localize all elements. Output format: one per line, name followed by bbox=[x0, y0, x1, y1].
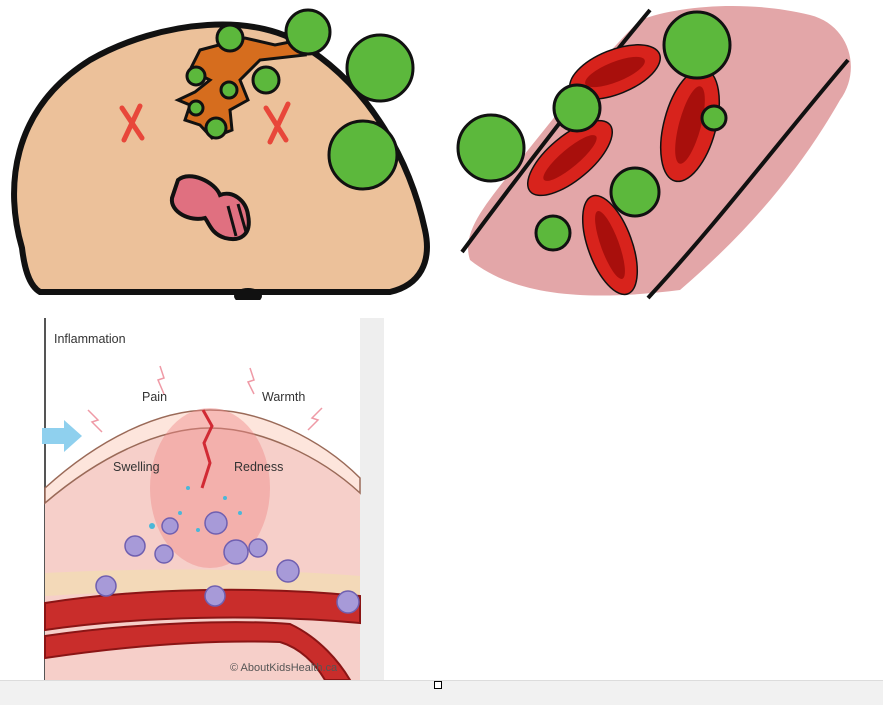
vessel-wall bbox=[468, 5, 851, 296]
label-swelling: Swelling bbox=[113, 460, 160, 474]
label-redness: Redness bbox=[234, 460, 284, 474]
tongue-mouth bbox=[169, 174, 251, 241]
inflammation-diagram: Inflammation Pain Warmth Swelling Rednes… bbox=[40, 318, 384, 680]
image-credit: © AboutKidsHealth.ca bbox=[230, 662, 338, 674]
label-pain: Pain bbox=[142, 390, 168, 404]
diagram-title: Inflammation bbox=[54, 332, 126, 346]
wound-cut bbox=[200, 409, 214, 489]
fluid-dots bbox=[149, 486, 242, 532]
x-eye-right bbox=[263, 101, 291, 145]
blood-vessel-illustration bbox=[450, 0, 883, 300]
blood-vessel bbox=[44, 588, 361, 632]
redness-glow bbox=[150, 408, 270, 568]
label-warmth: Warmth bbox=[262, 390, 306, 404]
resize-handle-icon[interactable] bbox=[434, 681, 442, 689]
germ-cluster-vessel bbox=[456, 10, 732, 252]
face-shape bbox=[11, 21, 430, 295]
sick-face-illustration bbox=[0, 0, 450, 304]
red-blood-cells bbox=[526, 44, 721, 296]
immune-cells bbox=[95, 511, 360, 614]
x-eye-left bbox=[119, 103, 145, 143]
germ-cluster bbox=[185, 8, 415, 191]
arrow-icon bbox=[42, 420, 82, 452]
